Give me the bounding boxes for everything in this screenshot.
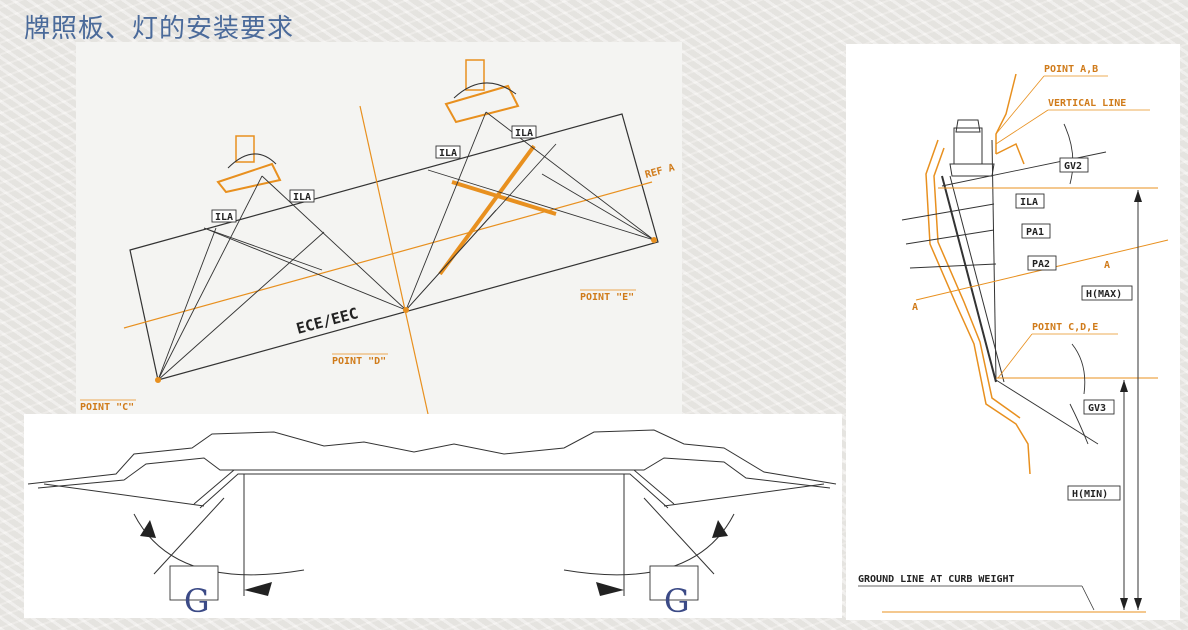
pa1-box: PA1 [1021, 223, 1051, 239]
svg-text:ILA: ILA [439, 148, 457, 159]
plate-lamp-angle-diagram: ILA ILA ILA ILA ECE/EEC REF A POINT "C" … [76, 42, 682, 414]
svg-text:GV3: GV3 [1088, 403, 1106, 414]
svg-text:GV2: GV2 [1064, 161, 1082, 172]
page-title: 牌照板、灯的安装要求 [24, 14, 295, 44]
ila-box-4: ILA [511, 125, 537, 139]
a-mark-right: A [1104, 260, 1110, 271]
gv2-box: GV2 [1059, 157, 1089, 173]
ila-box-1: ILA [211, 209, 237, 223]
svg-text:H(MIN): H(MIN) [1072, 489, 1108, 500]
point-d-label: POINT "D" [332, 356, 386, 367]
ila-box-2: ILA [289, 189, 315, 203]
ref-a-label: REF A [644, 162, 676, 180]
svg-text:ILA: ILA [515, 128, 533, 139]
lamp-housing [949, 119, 995, 177]
point-e-label: POINT "E" [580, 292, 634, 303]
svg-text:ILA: ILA [215, 212, 233, 223]
h-max-box: H(MAX) [1081, 285, 1133, 301]
ila-box-3: ILA [435, 145, 461, 159]
bumper-section-diagram: G G [24, 414, 842, 618]
point-cde-label: POINT C,D,E [1032, 322, 1098, 333]
lamp-right [444, 59, 520, 124]
svg-text:PA1: PA1 [1026, 227, 1044, 238]
g-label-left: G [184, 582, 210, 618]
point-ab-label: POINT A,B [1044, 64, 1098, 75]
h-min-box: H(MIN) [1067, 485, 1121, 501]
gv3-box: GV3 [1083, 399, 1115, 415]
pa2-box: PA2 [1027, 255, 1057, 271]
svg-text:ILA: ILA [1020, 197, 1038, 208]
ground-line-label: GROUND LINE AT CURB WEIGHT [858, 574, 1015, 585]
a-mark-left: A [912, 302, 918, 313]
lamp-left [216, 135, 282, 194]
svg-text:ILA: ILA [293, 192, 311, 203]
g-label-right: G [664, 582, 690, 618]
point-c-label: POINT "C" [80, 402, 134, 413]
svg-text:H(MAX): H(MAX) [1086, 289, 1122, 300]
ila-box: ILA [1015, 193, 1045, 209]
side-view-diagram: POINT A,B VERTICAL LINE GV2 ILA PA1 PA2 … [846, 44, 1180, 620]
svg-text:PA2: PA2 [1032, 259, 1050, 270]
vertical-line-label: VERTICAL LINE [1048, 98, 1126, 109]
